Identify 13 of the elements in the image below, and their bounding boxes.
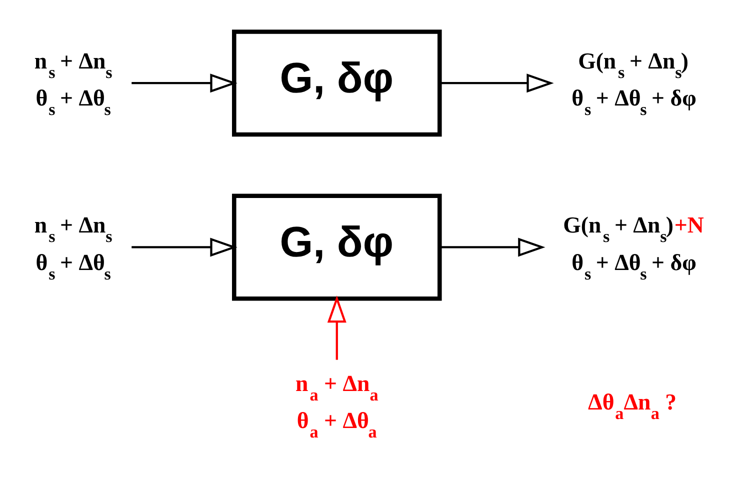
node-box: G, δφ — [232, 193, 442, 300]
node-box: G, δφ — [232, 29, 442, 136]
arrow — [327, 294, 346, 360]
node-text: G(n$_{s}$ + Δn$_{s}$) θ$_{s}$ + Δθ$_{s}$ + δφ — [572, 48, 696, 119]
node-text: n$_{a}$ + Δn$_{a}$ θ$_{a}$ + Δθ$_{a}$ — [296, 370, 378, 442]
label: Δθ$_{a}$Δn$_{a}$ ? — [588, 389, 677, 423]
arrow — [132, 237, 238, 256]
node-text: n$_{s}$ + Δn$_{s}$ θ$_{s}$ + Δθ$_{s}$ — [34, 212, 112, 283]
arrow — [440, 73, 554, 92]
node-text: G(n$_{s}$ + Δn$_{s}$)+N θ$_{s}$ + Δθ$_{s}$ + δφ — [563, 212, 704, 283]
node-text: n$_{s}$ + Δn$_{s}$ θ$_{s}$ + Δθ$_{s}$ — [34, 48, 112, 119]
arrow — [440, 237, 546, 256]
arrow — [132, 73, 238, 92]
